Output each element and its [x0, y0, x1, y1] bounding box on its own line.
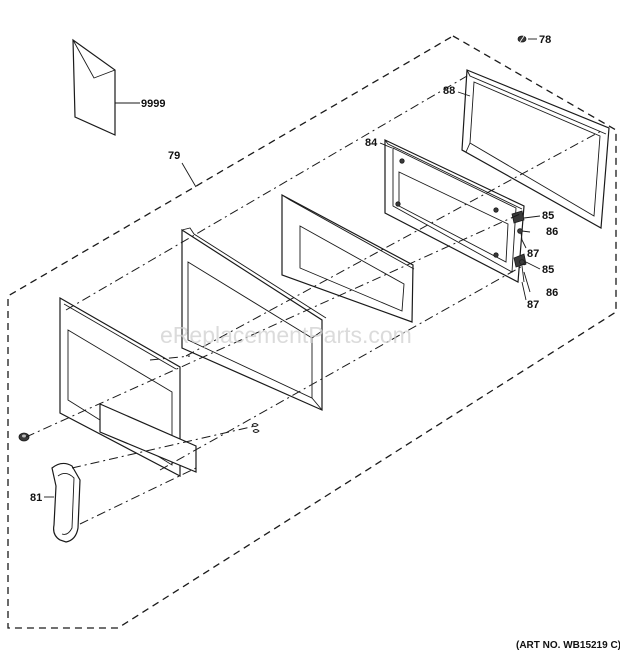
- literature-envelope[interactable]: [72, 38, 116, 136]
- callout-86-lower: 86: [546, 287, 558, 299]
- callout-87-upper: 87: [527, 248, 539, 260]
- leader-lines: [44, 38, 541, 498]
- callout-81: 81: [30, 492, 42, 504]
- callout-78: 78: [539, 34, 551, 46]
- door-handle-81[interactable]: [51, 462, 81, 543]
- alignment-lines: [25, 75, 604, 525]
- latch-screw[interactable]: [18, 432, 30, 442]
- art-number: (ART NO. WB15219 C): [516, 640, 620, 651]
- callout-85-lower: 85: [542, 264, 554, 276]
- screw-78[interactable]: [517, 35, 527, 43]
- door-trim-strip[interactable]: [99, 403, 197, 473]
- callout-87-lower: 87: [527, 299, 539, 311]
- door-frame-88[interactable]: [461, 69, 610, 229]
- door-window-frame[interactable]: [281, 193, 415, 323]
- callout-79: 79: [168, 150, 180, 162]
- watermark-text: eReplacementParts.com: [160, 322, 412, 348]
- callout-84: 84: [365, 137, 378, 149]
- callout-9999: 9999: [141, 98, 165, 110]
- door-spring[interactable]: [251, 423, 260, 433]
- callout-88: 88: [443, 85, 455, 97]
- hinge-hardware-upper[interactable]: [511, 210, 525, 241]
- callout-86-upper: 86: [546, 226, 558, 238]
- callout-85-upper: 85: [542, 210, 554, 222]
- inner-door-panel[interactable]: [181, 227, 327, 411]
